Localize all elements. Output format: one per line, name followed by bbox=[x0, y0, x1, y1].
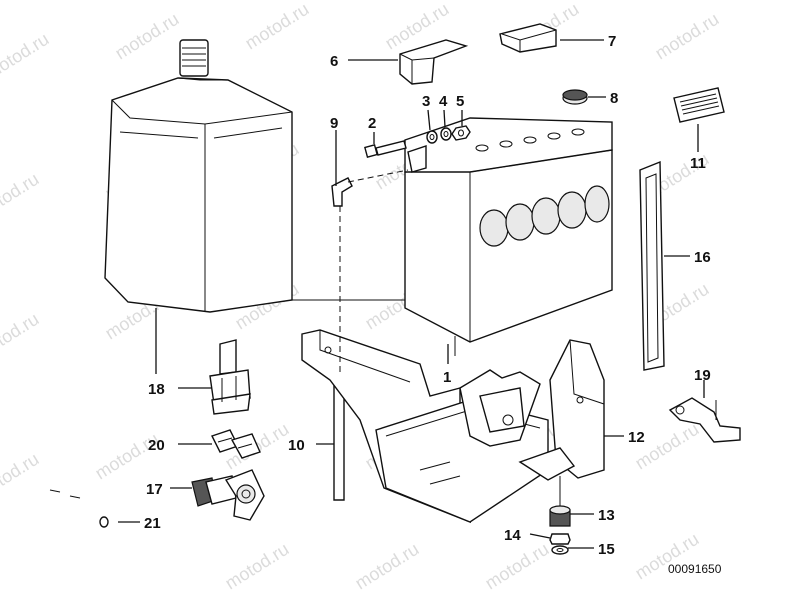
label-12: 12 bbox=[628, 429, 645, 446]
label-13: 13 bbox=[598, 507, 615, 524]
watermark: motod.ru bbox=[242, 0, 313, 53]
part-labels: 1 2 3 4 5 6 7 8 9 10 11 12 13 14 15 16 1… bbox=[144, 33, 711, 558]
rubber-mount-drawing bbox=[549, 490, 571, 527]
label-18: 18 bbox=[148, 381, 165, 398]
leader-lines bbox=[118, 39, 705, 549]
retaining-strap-drawing bbox=[639, 160, 665, 371]
label-7: 7 bbox=[608, 33, 616, 50]
label-6: 6 bbox=[330, 53, 338, 70]
watermark: motod.ru bbox=[0, 29, 52, 84]
label-5: 5 bbox=[456, 93, 464, 110]
mount-washer-drawing bbox=[551, 545, 569, 555]
battery-cells bbox=[479, 185, 610, 247]
mount-nut-drawing bbox=[549, 533, 571, 545]
battery-cover-bracket-drawing bbox=[399, 39, 469, 85]
battery-drawing bbox=[404, 117, 613, 343]
watermark: motod.ru bbox=[0, 169, 42, 224]
label-21: 21 bbox=[144, 515, 161, 532]
holder-bracket-drawing bbox=[668, 397, 741, 443]
label-15: 15 bbox=[598, 541, 615, 558]
cover-cap-drawing bbox=[499, 23, 557, 53]
watermark: motod.ru bbox=[0, 309, 42, 364]
valve-connector-drawing bbox=[191, 469, 265, 521]
label-16: 16 bbox=[694, 249, 711, 266]
label-4: 4 bbox=[439, 93, 448, 110]
watermark: motod.ru bbox=[652, 9, 723, 64]
fluid-canister-drawing bbox=[104, 39, 293, 313]
hose-clip-drawing bbox=[211, 429, 261, 459]
label-17: 17 bbox=[146, 481, 163, 498]
label-9: 9 bbox=[330, 115, 338, 132]
filler-cap-drawing bbox=[209, 339, 251, 415]
label-3: 3 bbox=[422, 93, 430, 110]
watermark: motod.ru bbox=[632, 419, 703, 474]
watermark-layer: motod.ru motod.ru motod.ru motod.ru moto… bbox=[0, 0, 722, 593]
label-19: 19 bbox=[694, 367, 711, 384]
washers-nut-drawing bbox=[426, 125, 471, 144]
warning-label-drawing bbox=[673, 87, 725, 123]
watermark: motod.ru bbox=[482, 539, 553, 594]
label-11: 11 bbox=[690, 155, 706, 172]
watermark: motod.ru bbox=[352, 539, 423, 594]
watermark: motod.ru bbox=[112, 9, 183, 64]
diagram-code: 00091650 bbox=[668, 562, 722, 576]
label-20: 20 bbox=[148, 437, 165, 454]
vent-cap-drawing bbox=[562, 89, 588, 105]
watermark: motod.ru bbox=[222, 539, 293, 594]
label-10: 10 bbox=[288, 437, 305, 454]
label-14: 14 bbox=[504, 527, 521, 544]
watermark: motod.ru bbox=[0, 449, 42, 504]
battery-tray-drawing bbox=[301, 329, 605, 524]
label-2: 2 bbox=[368, 115, 376, 132]
label-8: 8 bbox=[610, 90, 618, 107]
bolt-drawing bbox=[364, 140, 407, 158]
vent-elbow-drawing bbox=[331, 177, 353, 207]
label-1: 1 bbox=[443, 369, 451, 386]
small-washer-drawing bbox=[49, 489, 109, 528]
